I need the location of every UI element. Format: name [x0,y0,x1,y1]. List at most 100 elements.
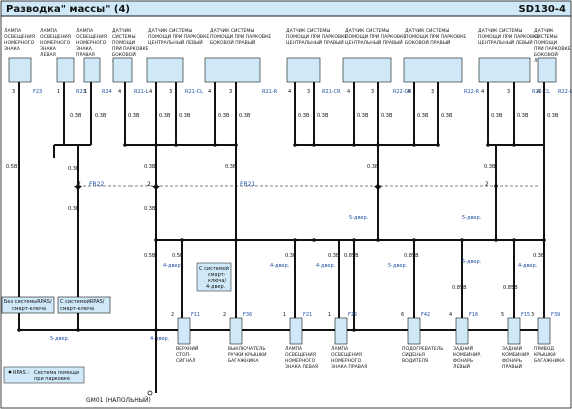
splice-dot [312,143,316,147]
ground-label: GM01 (НАПОЛЬНЫЙ) [86,397,151,404]
junction-fr21-pin-left: 2 [147,181,151,188]
bottom-component-label-line: КОМБИНИР. [453,352,482,358]
top-connector-id: R22-R [464,89,480,95]
option-with-system-box [196,262,232,292]
bottom-pin-number: 1 [283,312,286,318]
top-component-label-line: ДАТЧИК СИСТЕМЫ [345,28,389,34]
option-with-rpas-line1: С системойRPAS/ [60,298,105,305]
top-pin-number: 4 [288,89,291,95]
top-component-box [83,57,101,83]
bottom-component-label-line: ЛЕВЫЙ [453,363,470,370]
top-component-label-line: ЗНАКА [76,46,93,52]
top-component-label-line: ДАТЧИК СИСТЕМЫ [478,28,522,34]
bottom-connector-id: F15 [521,312,530,318]
top-component-box [56,57,75,83]
option-with-system-line2: смарт- [208,272,226,278]
bottom-component-label-line: ФОНАРЬ [502,358,522,364]
bottom-component-box [507,317,521,345]
wire-gauge-label: 0.85B [503,285,518,291]
top-component-box [286,57,321,83]
bottom-connector-id: F16 [469,312,478,318]
bottom-pin-number: 3 [531,312,534,318]
bottom-component-box [407,317,421,345]
diagram-title: Разводка" массы" (4) [6,4,130,15]
top-component-label-line: БОКОВОЙ ПРАВЫЙ [405,39,450,46]
bottom-connector-id: F42 [421,312,430,318]
wire-gauge-label: 0.3B [381,113,393,119]
legend-bullet [8,370,12,374]
diagram-code: SD130-4 [519,4,567,15]
top-pin-number: 3 [12,89,15,95]
top-component-label-line: ЗНАКА [4,46,21,52]
splice-dot [352,328,356,332]
bottom-component-label-line: ЛАМПА [331,346,349,352]
splice-dot [17,328,21,332]
top-connector-id: R21-R [262,89,278,95]
bottom-connector-id: F11 [191,312,200,318]
bottom-component-label-line: ВЫКЛЮЧАТЕЛЬ [228,346,266,352]
top-component-label-line: НОМЕРНОГО [40,40,71,46]
splice-dot [174,143,178,147]
top-pin-number: 1 [84,89,87,95]
top-component-box [112,57,133,83]
bottom-component-box [177,317,191,345]
splice-dot [494,238,498,242]
top-component-label-line: ОСВЕЩЕНИЯ [76,34,107,40]
legend-abbr: RPAS : [13,370,29,376]
splice-dot [76,328,80,332]
bottom-component-label-line: БАГАЖНИКА [534,358,565,364]
top-component-label-line: ПРАВАЯ [76,52,95,58]
option-without-rpas-line2: смарт-ключа [12,306,46,312]
wire-gauge-label: 0.3B [317,113,329,119]
top-component-box [146,57,184,83]
ground-symbol-icon [147,390,153,396]
bottom-component-label-line: ВЕРХНИЙ [176,345,198,352]
splice-dot [154,238,158,242]
top-component-label-line: ПОМОЩИ ПРИ ПАРКОВКЕ [345,34,406,40]
option-without-rpas-box [1,296,55,314]
bottom-component-label-line: ПРАВЫЙ [502,363,522,370]
fr21-arrow-icon [152,186,160,190]
top-component-label-line: НОМЕРНОГО [4,40,35,46]
wire-gauge-label: 0.3B [298,113,310,119]
top-pin-number: 4 [347,89,350,95]
bottom-component-box [229,317,243,345]
wire-gauge-label: 0.3B [159,113,171,119]
splice-dot [352,143,356,147]
bottom-pin-number: 2 [223,312,226,318]
ground: GM01 (НАПОЛЬНЫЙ) [86,390,153,404]
bottom-connector-id: F36 [243,312,252,318]
top-connector-id: R21-CR [322,89,341,95]
wire-gauge-label: 0.3B [70,113,82,119]
top-component-label-line: ЗНАКА [40,46,57,52]
bottom-connector-id: F22 [348,312,357,318]
wire-gauge-label: 0.3B [179,113,191,119]
top-pin-number: 4 [118,89,121,95]
top-pin-number: 3 [307,89,310,95]
top-component-label-line: ПРИ ПАРКОВКЕ [534,46,571,52]
bottom-component-label-line: ЗАДНИЙ [502,345,522,352]
top-pin-number: 3 [507,89,510,95]
top-component-label-line: ДАТЧИК СИСТЕМЫ [210,28,254,34]
bottom-component-label-line: РУЧКИ КРЫШКИ [228,352,267,358]
wire-gauge-label: 0.85B [344,253,359,259]
top-component-label-line: ЛАМПА [4,28,22,34]
header: Разводка" массы" (4) SD130-4 [0,0,572,17]
top-component-label-line: ОСВЕЩЕНИЯ [4,34,35,40]
legend-text-line1: Система помощи [34,370,79,376]
frame [0,15,572,409]
top-connector-id: R21-CL [185,89,203,95]
top-component-label-line: ПОМОЩИ ПРИ ПАРКОВКЕ [210,34,271,40]
top-component-label-line: ДАТЧИК [112,28,132,34]
wire-gauge-label: 0.3B [285,253,297,259]
junction-fr22-pin: 7 [77,181,81,188]
wire-gauge-label: 0.3B [128,113,140,119]
option-with-system-line3: ключа/ [208,278,226,284]
top-component-label-line: ДАТЧИК СИСТЕМЫ [148,28,192,34]
wire-gauge-label: 0.5B [6,164,18,170]
